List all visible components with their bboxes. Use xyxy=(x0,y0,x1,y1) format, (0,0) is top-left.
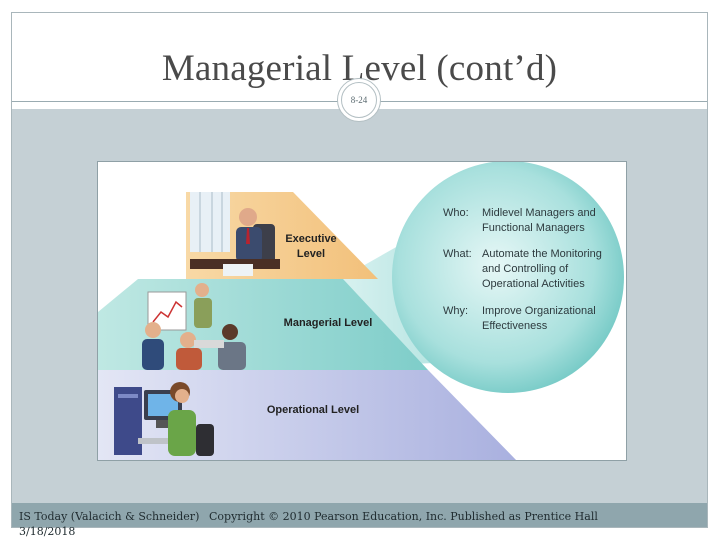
executive-level-text: Executive Level xyxy=(285,233,337,260)
executive-level-label: Executive Level xyxy=(276,232,346,262)
managerial-level-figure: Executive Level Managerial Level Operati… xyxy=(97,161,627,461)
what-key: What: xyxy=(443,248,472,260)
who-value: Midlevel Managers and Functional Manager… xyxy=(482,207,596,234)
operational-illustration xyxy=(114,382,214,456)
why-value: Improve Organizational Effectiveness xyxy=(482,305,596,332)
what-value: Automate the Monitoring and Controlling … xyxy=(482,248,602,290)
managerial-level-label: Managerial Level xyxy=(283,317,373,329)
page-number: 8-24 xyxy=(341,82,377,118)
who-key: Who: xyxy=(443,207,469,219)
executive-band xyxy=(186,192,378,279)
footer-bar xyxy=(12,503,707,527)
footer-date: 3/18/2018 xyxy=(19,525,76,538)
managerial-illustration xyxy=(142,283,246,370)
executive-illustration xyxy=(190,192,280,276)
figure-illustration xyxy=(98,162,624,460)
why-key: Why: xyxy=(443,305,469,317)
footer-course: IS Today (Valacich & Schneider) xyxy=(19,510,200,523)
info-circle xyxy=(392,162,624,393)
slide-frame xyxy=(11,12,708,528)
operational-level-label: Operational Level xyxy=(266,404,360,416)
footer-copyright: Copyright © 2010 Pearson Education, Inc.… xyxy=(209,510,598,523)
page-number-badge: 8-24 xyxy=(337,78,381,122)
